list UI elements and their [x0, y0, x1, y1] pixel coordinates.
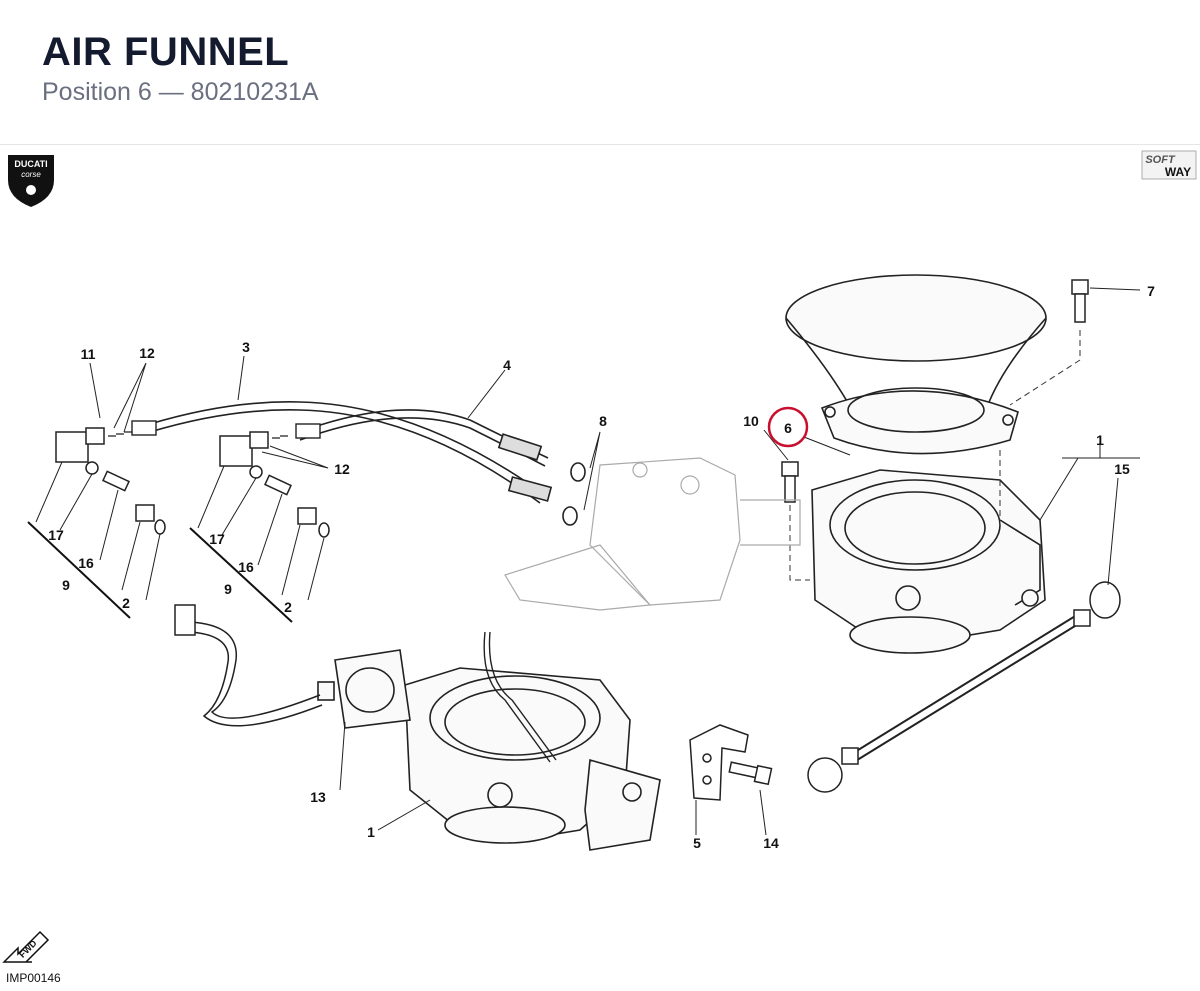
sensor-cable: [174, 604, 323, 727]
upper-throttle-body[interactable]: [811, 469, 1046, 654]
lower-throttle-body[interactable]: [404, 667, 661, 851]
highlight-ring: [767, 406, 809, 448]
hose-fitting-tips: [131, 420, 321, 439]
screw-part-14[interactable]: [728, 761, 773, 786]
callout-11[interactable]: 11: [81, 346, 96, 362]
manifold-bracket-outline: [504, 457, 801, 611]
callout-5[interactable]: 5: [693, 835, 701, 851]
callout-13[interactable]: 13: [310, 789, 326, 805]
callout-7[interactable]: 7: [1147, 283, 1155, 299]
callout-2-left[interactable]: 2: [122, 595, 130, 611]
page-subtitle: Position 6 — 80210231A: [42, 78, 319, 106]
softway-logo-line1: SOFT: [1145, 154, 1176, 166]
callout-6-highlighted[interactable]: 6: [784, 420, 792, 436]
kit-bracket-center: [189, 527, 293, 623]
sensor-part-13[interactable]: [317, 649, 411, 729]
forward-direction-arrow: FWD: [2, 930, 50, 963]
ducati-logo-brand: DUCATI: [14, 159, 47, 169]
throttle-cable: [483, 631, 557, 763]
fitting-assembly-left[interactable]: [55, 427, 166, 535]
callout-1-upper[interactable]: 1: [1096, 432, 1104, 448]
exploded-parts-diagram: DUCATI corse SOFT WAY: [2, 150, 1197, 963]
header-divider: [0, 144, 1200, 145]
callout-9-center[interactable]: 9: [224, 581, 232, 597]
callout-16-left[interactable]: 16: [78, 555, 94, 571]
callout-17-center[interactable]: 17: [209, 531, 225, 547]
callout-2-center[interactable]: 2: [284, 599, 292, 615]
callout-14[interactable]: 14: [763, 835, 779, 851]
softway-logo-line2: WAY: [1165, 165, 1191, 179]
callout-1-lower[interactable]: 1: [367, 824, 375, 840]
kit-bracket-left: [27, 521, 131, 619]
fitting-assembly-center[interactable]: [219, 431, 330, 538]
callout-16-center[interactable]: 16: [238, 559, 254, 575]
callout-17-left[interactable]: 17: [48, 527, 64, 543]
seal-part-8[interactable]: [562, 462, 586, 526]
callout-10[interactable]: 10: [743, 413, 759, 429]
callout-8[interactable]: 8: [599, 413, 607, 429]
bracket-part-5[interactable]: [689, 724, 749, 801]
ducati-logo-sub: corse: [21, 170, 41, 179]
leader-lines: [35, 287, 1141, 836]
screw-part-10[interactable]: [781, 461, 799, 503]
callout-12-left[interactable]: 12: [139, 345, 155, 361]
screw-part-7[interactable]: [1071, 279, 1089, 323]
image-reference-code: IMP00146: [6, 971, 61, 985]
callout-3[interactable]: 3: [242, 339, 250, 355]
callout-4[interactable]: 4: [503, 357, 511, 373]
callout-9-left[interactable]: 9: [62, 577, 70, 593]
callout-15[interactable]: 15: [1114, 461, 1130, 477]
callout-12-center[interactable]: 12: [334, 461, 350, 477]
callout-labels: 6 7 3 4 8 10 11 12 12 1 15 17 16 9 2 17 …: [48, 283, 1155, 851]
page-title: AIR FUNNEL: [42, 30, 290, 74]
link-rod-part-15[interactable]: [807, 581, 1121, 793]
ducati-corse-logo: DUCATI corse: [8, 155, 54, 207]
softway-logo: SOFT WAY: [1141, 150, 1197, 180]
fuel-hose-3[interactable]: [149, 401, 553, 504]
fuel-hose-4[interactable]: [299, 409, 549, 467]
air-funnel-part[interactable]: [785, 274, 1047, 455]
